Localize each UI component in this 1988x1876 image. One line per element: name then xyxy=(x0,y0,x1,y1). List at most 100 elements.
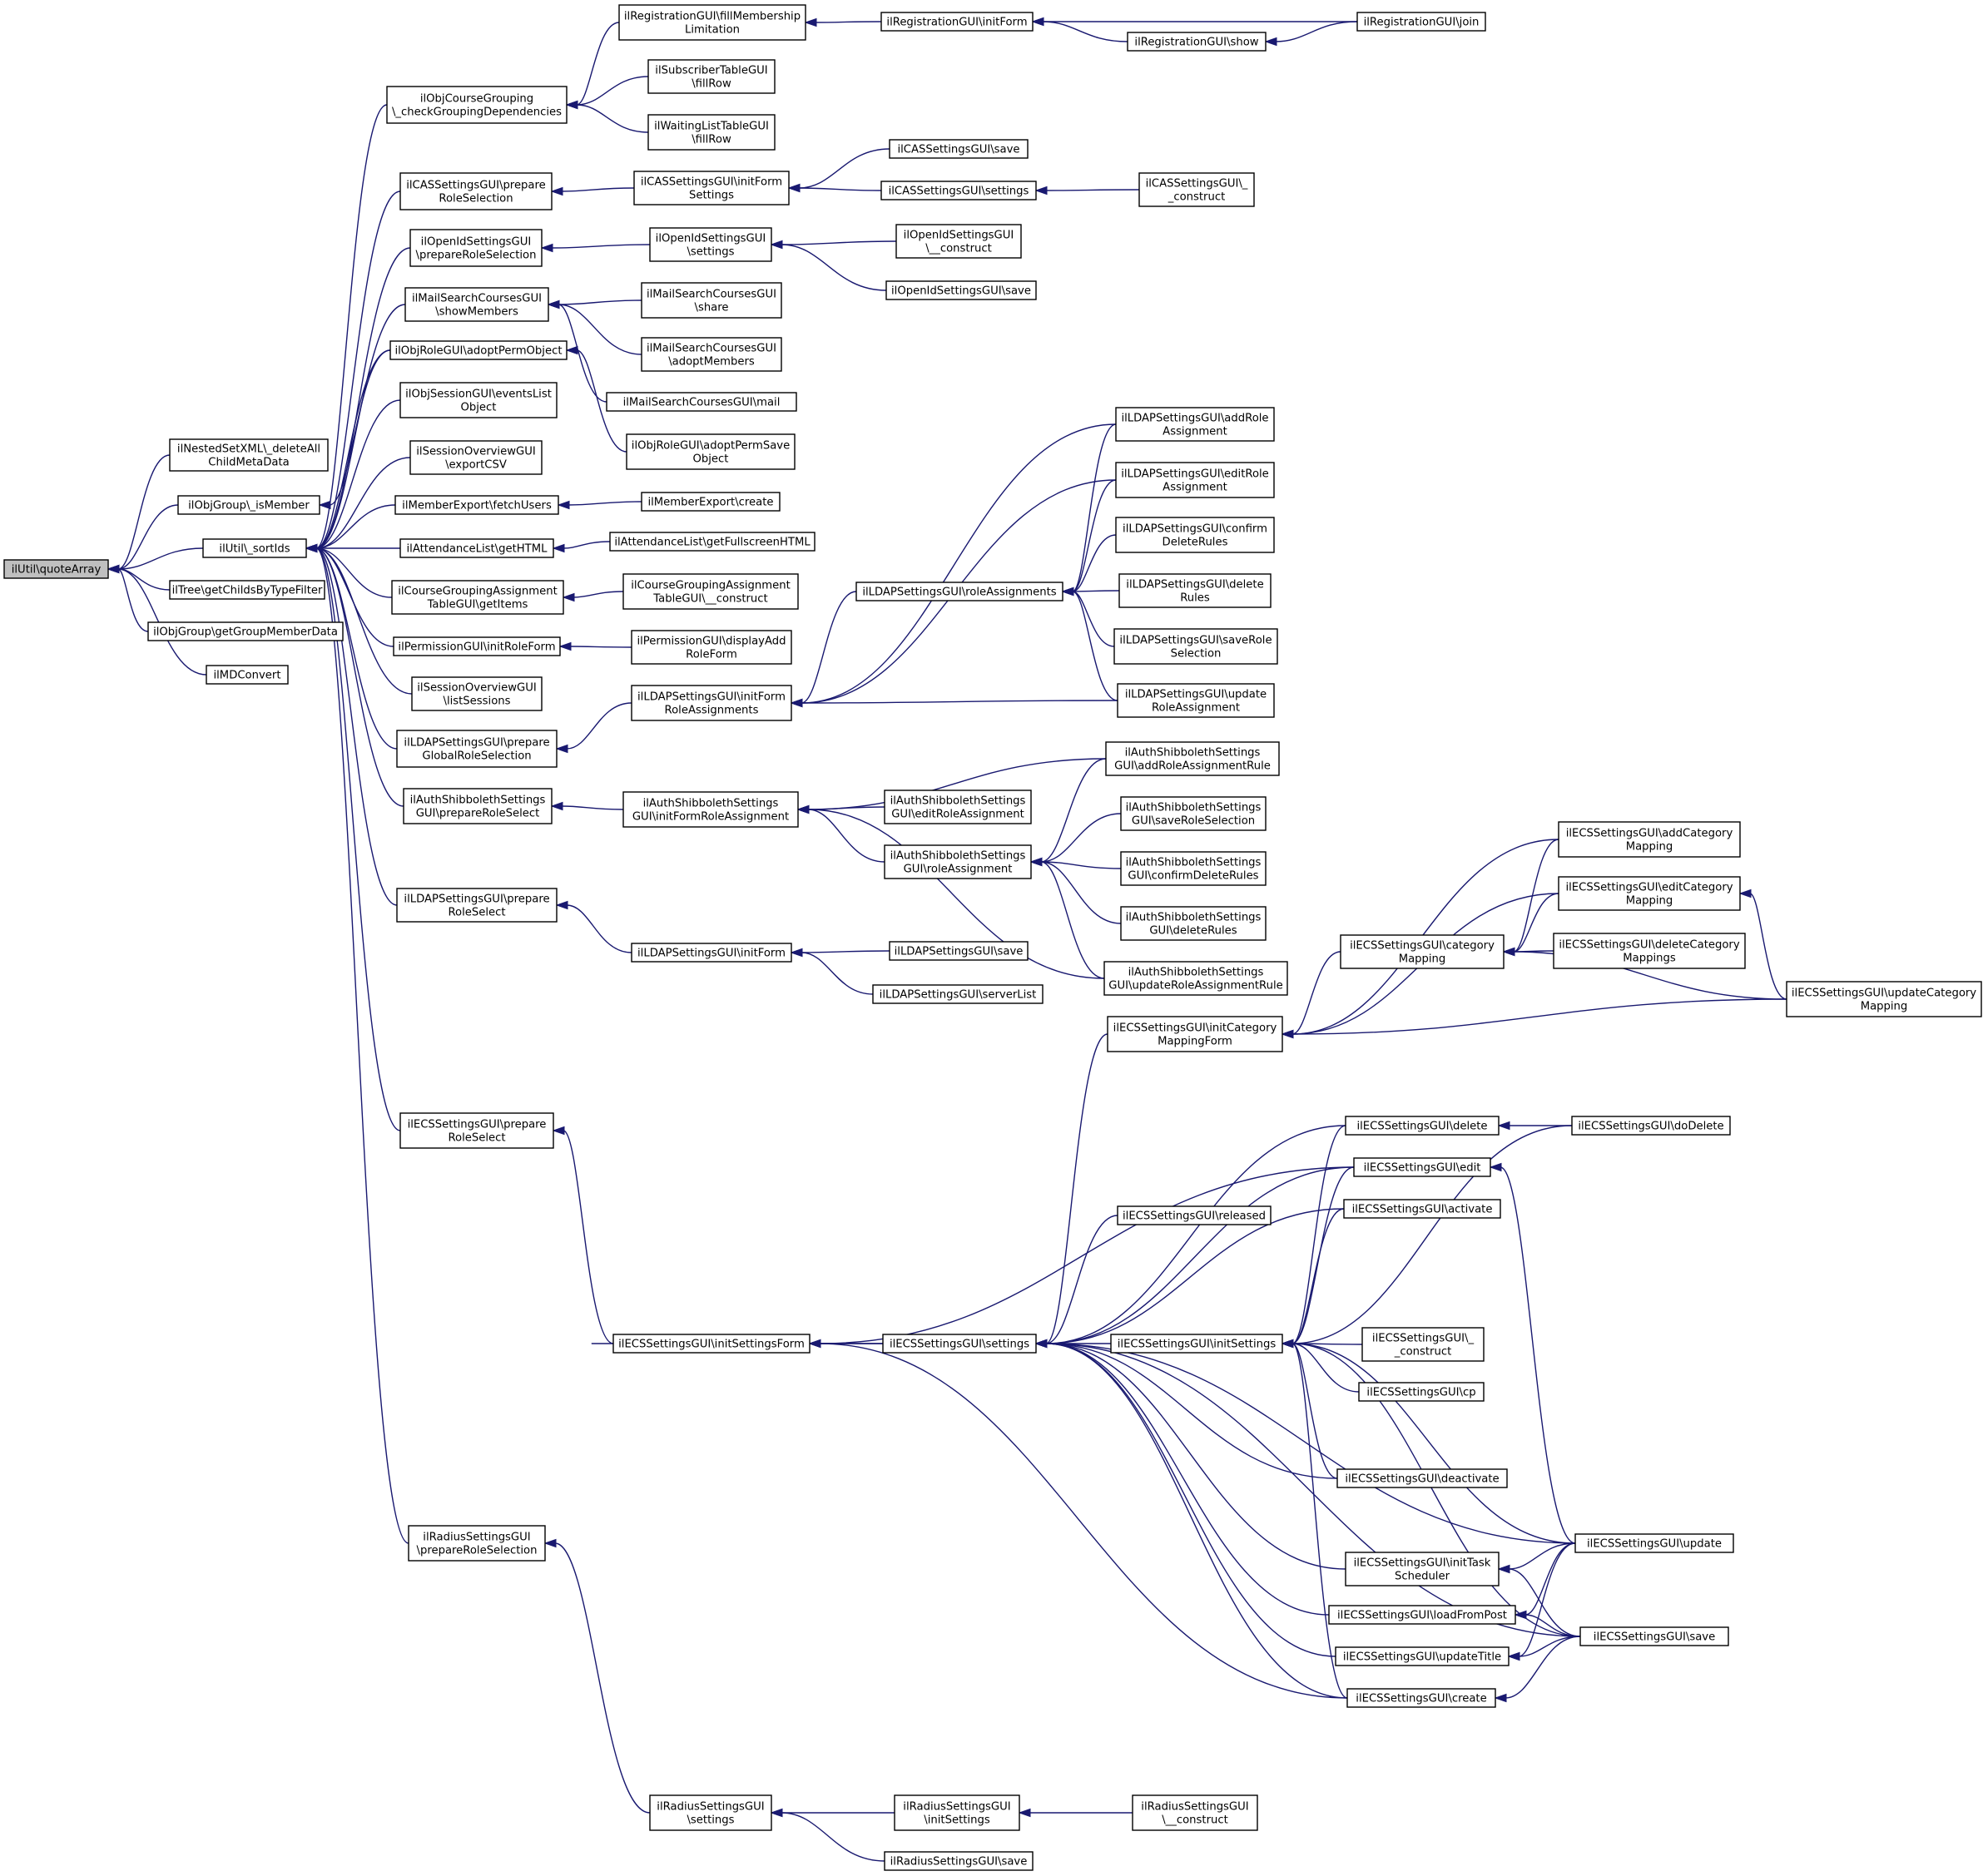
node-ilauthshibbolethsettingsgui-editroleassignment[interactable]: ilAuthShibbolethSettingsGUI\editRoleAssi… xyxy=(884,790,1032,824)
node-ilecssettingsgui-construct[interactable]: ilECSSettingsGUI\__construct xyxy=(1361,1327,1485,1362)
node-illdapsettingsgui-serverlist[interactable]: ilLDAPSettingsGUI\serverList xyxy=(872,984,1044,1004)
node-ilauthshibbolethsettingsgui-updateroleassignmentrule[interactable]: ilAuthShibbolethSettingsGUI\updateRoleAs… xyxy=(1103,961,1288,996)
node-ilsessionoverviewgui-listsessions[interactable]: ilSessionOverviewGUI\listSessions xyxy=(411,676,543,711)
node-ilcoursegroupingassignmenttablegui-getitems[interactable]: ilCourseGroupingAssignmentTableGUI\getIt… xyxy=(391,580,564,615)
node-ilopenidsettingsgui-settings[interactable]: ilOpenIdSettingsGUI\settings xyxy=(649,227,772,262)
node-label: ilRadiusSettingsGUI\save xyxy=(890,1856,1028,1869)
node-ilecssettingsgui-cp[interactable]: ilECSSettingsGUI\cp xyxy=(1358,1382,1485,1402)
node-ilregistrationgui-fillmembershiplimitation[interactable]: ilRegistrationGUI\fillMembershipLimitati… xyxy=(618,4,806,41)
node-ilmemberexport-create[interactable]: ilMemberExport\create xyxy=(641,492,781,512)
node-ilutil-sortids[interactable]: ilUtil\_sortIds xyxy=(202,538,307,558)
node-ilecssettingsgui-activate[interactable]: ilECSSettingsGUI\activate xyxy=(1343,1199,1501,1219)
node-ilobjrolegui-adoptpermobject[interactable]: ilObjRoleGUI\adoptPermObject xyxy=(389,340,568,360)
node-ilecssettingsgui-initsettings[interactable]: ilECSSettingsGUI\initSettings xyxy=(1110,1334,1283,1354)
node-label: ilECSSettingsGUI\settings xyxy=(890,1339,1029,1351)
node-ilopenidsettingsgui-save[interactable]: ilOpenIdSettingsGUI\save xyxy=(885,280,1037,300)
node-iltree-getchildsbytypefilter[interactable]: ilTree\getChildsByTypeFilter xyxy=(169,580,325,600)
node-ilmailsearchcoursesgui-share[interactable]: ilMailSearchCoursesGUI\share xyxy=(641,282,782,319)
node-ilobjgroup-ismember[interactable]: ilObjGroup\_isMember xyxy=(177,495,320,515)
node-ilauthshibbolethsettingsgui-prepareroleselect[interactable]: ilAuthShibbolethSettingsGUI\prepareRoleS… xyxy=(403,788,553,824)
node-illdapsettingsgui-roleassignments[interactable]: ilLDAPSettingsGUI\roleAssignments xyxy=(855,582,1063,601)
node-ilauthshibbolethsettingsgui-confirmdeleterules[interactable]: ilAuthShibbolethSettingsGUI\confirmDelet… xyxy=(1120,851,1267,886)
node-ilopenidsettingsgui-prepareroleselection[interactable]: ilOpenIdSettingsGUI\prepareRoleSelection xyxy=(409,229,543,267)
node-ilauthshibbolethsettingsgui-saveroleselection[interactable]: ilAuthShibbolethSettingsGUI\saveRoleSele… xyxy=(1120,796,1267,831)
node-ilsubscribertablegui-fillrow[interactable]: ilSubscriberTableGUI\fillRow xyxy=(647,59,776,94)
node-ilecssettingsgui-dodelete[interactable]: ilECSSettingsGUI\doDelete xyxy=(1571,1116,1731,1136)
node-ilmailsearchcoursesgui-adoptmembers[interactable]: ilMailSearchCoursesGUI\adoptMembers xyxy=(641,337,782,372)
node-label: GUI\deleteRules xyxy=(1149,925,1237,938)
node-ilutil-quotearray[interactable]: ilUtil\quoteArray xyxy=(3,559,109,579)
node-ilwaitinglisttablegui-fillrow[interactable]: ilWaitingListTableGUI\fillRow xyxy=(647,114,776,151)
node-illdapsettingsgui-editroleassignment[interactable]: ilLDAPSettingsGUI\editRoleAssignment xyxy=(1115,462,1275,498)
node-illdapsettingsgui-deleterules[interactable]: ilLDAPSettingsGUI\deleteRules xyxy=(1118,573,1272,608)
node-ilattendancelist-getfullscreenhtml[interactable]: ilAttendanceList\getFullscreenHTML xyxy=(609,532,816,552)
node-ilcoursegroupingassignmenttablegui-construct[interactable]: ilCourseGroupingAssignmentTableGUI\__con… xyxy=(622,573,799,610)
node-ilobjgroup-getgroupmemberdata[interactable]: ilObjGroup\getGroupMemberData xyxy=(147,621,344,641)
node-ilecssettingsgui-settings[interactable]: ilECSSettingsGUI\settings xyxy=(882,1334,1037,1354)
node-ilmailsearchcoursesgui-mail[interactable]: ilMailSearchCoursesGUI\mail xyxy=(606,392,797,412)
node-label: ilAuthShibbolethSettings xyxy=(1126,802,1262,814)
node-illdapsettingsgui-prepareglobalroleselection[interactable]: ilLDAPSettingsGUI\prepareGlobalRoleSelec… xyxy=(396,730,558,768)
node-ilradiussettingsgui-initsettings[interactable]: ilRadiusSettingsGUI\initSettings xyxy=(894,1794,1020,1831)
node-ilecssettingsgui-prepareroleselect[interactable]: ilECSSettingsGUI\prepareRoleSelect xyxy=(399,1112,554,1149)
node-ilmemberexport-fetchusers[interactable]: ilMemberExport\fetchUsers xyxy=(394,495,559,515)
node-ilauthshibbolethsettingsgui-addroleassignmentrule[interactable]: ilAuthShibbolethSettingsGUI\addRoleAssig… xyxy=(1105,741,1280,776)
node-label: Selection xyxy=(1171,648,1222,661)
node-ilradiussettingsgui-settings[interactable]: ilRadiusSettingsGUI\settings xyxy=(649,1794,772,1831)
node-ilradiussettingsgui-construct[interactable]: ilRadiusSettingsGUI\__construct xyxy=(1132,1794,1258,1831)
node-illdapsettingsgui-save[interactable]: ilLDAPSettingsGUI\save xyxy=(889,941,1029,961)
node-ilsessionoverviewgui-exportcsv[interactable]: ilSessionOverviewGUI\exportCSV xyxy=(409,440,543,475)
node-illdapsettingsgui-updateroleassignment[interactable]: ilLDAPSettingsGUI\updateRoleAssignment xyxy=(1117,683,1275,718)
node-ilecssettingsgui-loadfrompost[interactable]: ilECSSettingsGUI\loadFromPost xyxy=(1328,1605,1516,1625)
node-ilattendancelist-gethtml[interactable]: ilAttendanceList\getHTML xyxy=(399,538,554,558)
node-illdapsettingsgui-initformroleassignments[interactable]: ilLDAPSettingsGUI\initFormRoleAssignment… xyxy=(631,685,792,721)
node-illdapsettingsgui-confirmdeleterules[interactable]: ilLDAPSettingsGUI\confirmDeleteRules xyxy=(1115,517,1275,553)
node-ilecssettingsgui-deactivate[interactable]: ilECSSettingsGUI\deactivate xyxy=(1336,1468,1508,1488)
node-ilcassettingsgui-construct[interactable]: ilCASSettingsGUI\__construct xyxy=(1138,172,1255,207)
node-label: Scheduler xyxy=(1395,1571,1450,1583)
node-label: \__construct xyxy=(925,243,992,255)
node-illdapsettingsgui-prepareroleselect[interactable]: ilLDAPSettingsGUI\prepareRoleSelect xyxy=(396,888,558,923)
node-ilopenidsettingsgui-construct[interactable]: ilOpenIdSettingsGUI\__construct xyxy=(895,224,1022,259)
node-ilecssettingsgui-edit[interactable]: ilECSSettingsGUI\edit xyxy=(1353,1157,1491,1177)
node-ilregistrationgui-show[interactable]: ilRegistrationGUI\show xyxy=(1127,32,1267,52)
node-ilregistrationgui-initform[interactable]: ilRegistrationGUI\initForm xyxy=(880,12,1034,32)
edge-ilcoursegroupingassignmenttablegui-getitems-to-ilutil-sortids xyxy=(315,547,393,598)
node-ilobjcoursegrouping-checkgroupingdependencies[interactable]: ilObjCourseGrouping\_checkGroupingDepend… xyxy=(386,86,568,124)
node-ilecssettingsgui-released[interactable]: ilECSSettingsGUI\released xyxy=(1117,1205,1272,1225)
node-ilecssettingsgui-save[interactable]: ilECSSettingsGUI\save xyxy=(1579,1626,1729,1646)
node-ilradiussettingsgui-prepareroleselection[interactable]: ilRadiusSettingsGUI\prepareRoleSelection xyxy=(408,1525,546,1562)
node-illdapsettingsgui-addroleassignment[interactable]: ilLDAPSettingsGUI\addRoleAssignment xyxy=(1115,407,1275,442)
node-ilecssettingsgui-delete[interactable]: ilECSSettingsGUI\delete xyxy=(1345,1116,1500,1136)
node-ilregistrationgui-join[interactable]: ilRegistrationGUI\join xyxy=(1356,12,1486,32)
node-illdapsettingsgui-initform[interactable]: ilLDAPSettingsGUI\initForm xyxy=(631,943,792,963)
node-ilecssettingsgui-initsettingsform[interactable]: ilECSSettingsGUI\initSettingsForm xyxy=(612,1334,811,1354)
node-ilcassettingsgui-save[interactable]: ilCASSettingsGUI\save xyxy=(889,139,1029,159)
node-illdapsettingsgui-saveroleselection[interactable]: ilLDAPSettingsGUI\saveRoleSelection xyxy=(1113,628,1278,665)
node-ilmdconvert[interactable]: ilMDConvert xyxy=(206,665,289,685)
node-ilecssettingsgui-updatetitle[interactable]: ilECSSettingsGUI\updateTitle xyxy=(1335,1646,1510,1666)
node-ilecssettingsgui-update[interactable]: ilECSSettingsGUI\update xyxy=(1574,1533,1734,1553)
node-ilauthshibbolethsettingsgui-initformroleassignment[interactable]: ilAuthShibbolethSettingsGUI\initFormRole… xyxy=(622,791,799,828)
node-label: ilPermissionGUI\displayAdd xyxy=(637,636,786,648)
node-ilcassettingsgui-settings[interactable]: ilCASSettingsGUI\settings xyxy=(880,181,1037,200)
node-ilradiussettingsgui-save[interactable]: ilRadiusSettingsGUI\save xyxy=(884,1851,1034,1871)
node-ilauthshibbolethsettingsgui-roleassignment[interactable]: ilAuthShibbolethSettingsGUI\roleAssignme… xyxy=(884,844,1032,879)
node-ilmailsearchcoursesgui-showmembers[interactable]: ilMailSearchCoursesGUI\showMembers xyxy=(404,287,549,322)
node-ilpermissiongui-initroleform[interactable]: ilPermissionGUI\initRoleForm xyxy=(393,636,561,656)
node-ilcassettingsgui-prepareroleselection[interactable]: ilCASSettingsGUI\prepareRoleSelection xyxy=(399,172,553,210)
node-ilecssettingsgui-create[interactable]: ilECSSettingsGUI\create xyxy=(1346,1688,1496,1708)
